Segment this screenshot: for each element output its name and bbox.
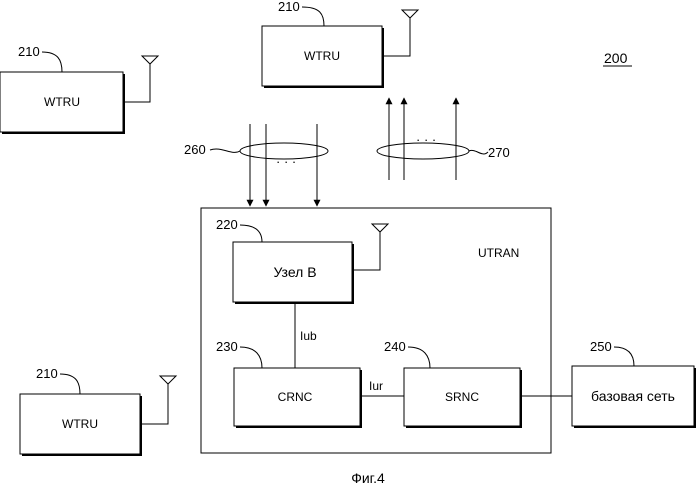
utran-label: UTRAN bbox=[478, 246, 519, 260]
iur-label: Iur bbox=[369, 379, 383, 393]
system-ref-label: 200 bbox=[604, 50, 628, 66]
wtru-bottom-antenna-line bbox=[140, 384, 168, 424]
uplink-dots: · · · bbox=[416, 132, 436, 147]
uplink-channels: · · · 270 bbox=[377, 98, 510, 180]
downlink-channels: · · · 260 bbox=[184, 124, 328, 206]
core-network-leader bbox=[614, 347, 634, 366]
wtru-top-leader bbox=[302, 7, 324, 26]
node-b-antenna-line bbox=[352, 232, 380, 270]
wtru-left-ref: 210 bbox=[18, 44, 40, 59]
crnc-leader bbox=[240, 347, 262, 368]
uplink-leader bbox=[469, 150, 488, 154]
wtru-bottom-leader bbox=[60, 374, 80, 394]
srnc-ref: 240 bbox=[384, 339, 406, 354]
wtru-top-antenna-line bbox=[382, 18, 410, 56]
downlink-ref: 260 bbox=[184, 142, 206, 157]
wtru-top-ref: 210 bbox=[278, 0, 300, 14]
core-network: базовая сеть 250 bbox=[572, 339, 696, 428]
wtru-top-label: WTRU bbox=[304, 49, 340, 63]
node-b-antenna-icon bbox=[372, 224, 388, 232]
wtru-left-antenna-line bbox=[123, 64, 150, 102]
core-network-label: базовая сеть bbox=[591, 388, 675, 404]
srnc-label: SRNC bbox=[445, 390, 479, 404]
downlink-leader bbox=[210, 149, 240, 152]
wtru-bottom-antenna-icon bbox=[160, 376, 176, 384]
iub-label: Iub bbox=[300, 329, 317, 343]
wtru-bottom-ref: 210 bbox=[36, 366, 58, 381]
node-b-label: Узел B bbox=[273, 264, 316, 280]
wtru-left-label: WTRU bbox=[44, 95, 80, 109]
wtru-left: WTRU 210 bbox=[0, 44, 158, 134]
wtru-top: WTRU 210 bbox=[262, 0, 418, 88]
utran: UTRAN Узел B 220 Iub CRNC 230 Iur SRNC 2… bbox=[201, 208, 551, 453]
wtru-top-antenna-icon bbox=[402, 10, 418, 18]
crnc-ref: 230 bbox=[216, 339, 238, 354]
node-b-leader bbox=[240, 225, 262, 242]
wtru-left-antenna-icon bbox=[142, 56, 158, 64]
wtru-bottom: WTRU 210 bbox=[20, 366, 176, 456]
downlink-dots: · · · bbox=[276, 154, 296, 169]
crnc-label: CRNC bbox=[278, 390, 313, 404]
core-network-ref: 250 bbox=[590, 339, 612, 354]
uplink-ref: 270 bbox=[488, 145, 510, 160]
srnc-leader bbox=[408, 347, 430, 368]
wtru-left-leader bbox=[42, 52, 62, 72]
figure-caption: Фиг.4 bbox=[351, 470, 385, 486]
node-b-ref: 220 bbox=[216, 217, 238, 232]
wtru-bottom-label: WTRU bbox=[62, 417, 98, 431]
